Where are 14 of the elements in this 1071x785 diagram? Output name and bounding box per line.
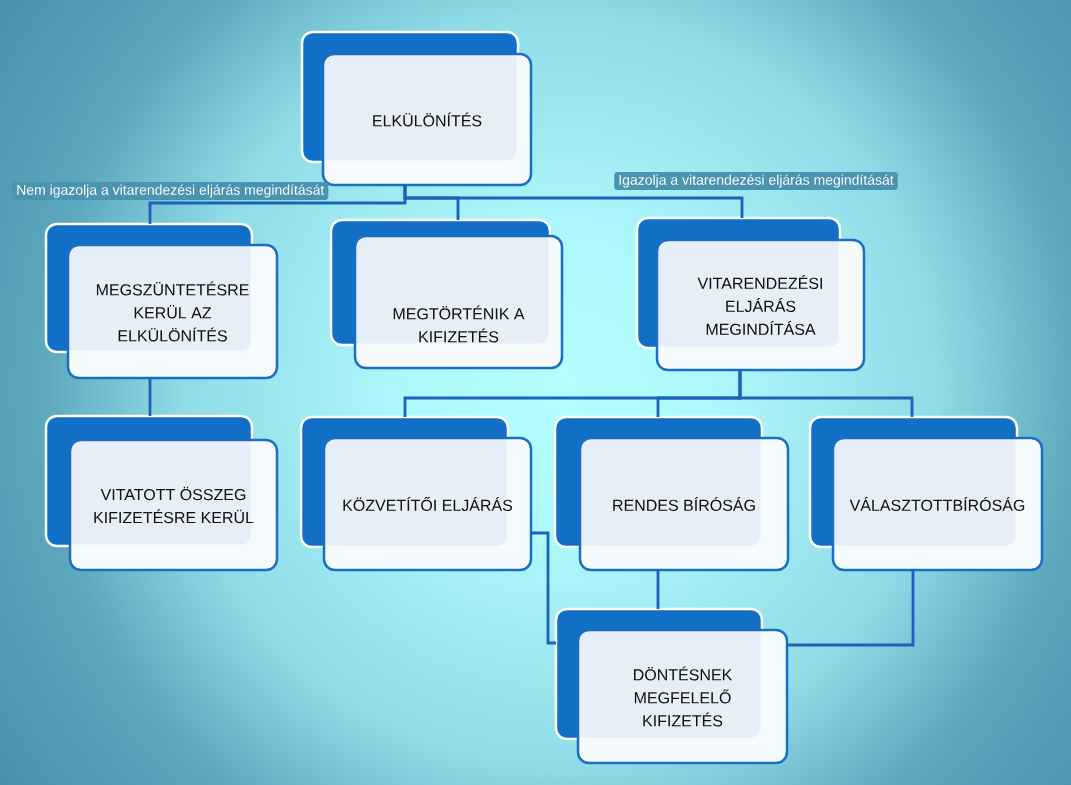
connector-line (787, 570, 915, 647)
process-box: MEGSZÜNTETÉSRE KERÜL AZ ELKÜLÖNÍTÉS (44, 222, 279, 380)
process-box: VITATOTT ÖSSZEG KIFIZETÉSRE KERÜL (44, 414, 279, 572)
process-box: MEGTÖRTÉNIK A KIFIZETÉS (329, 218, 564, 370)
process-box: KÖZVETÍTŐI ELJÁRÁS (299, 415, 533, 572)
process-box: VITARENDEZÉSI ELJÁRÁS MEGINDÍTÁSA (635, 216, 866, 372)
connector-line (656, 570, 660, 609)
connector-line (403, 185, 744, 218)
connector-line (148, 378, 152, 416)
connector-line (531, 531, 556, 645)
process-box: RENDES BÍRÓSÁG (553, 415, 790, 572)
connector-line (738, 370, 914, 417)
process-box: VÁLASZTOTTBÍRÓSÁG (808, 415, 1044, 572)
process-box: DÖNTÉSNEK MEGFELELŐ KIFIZETÉS (554, 607, 789, 765)
